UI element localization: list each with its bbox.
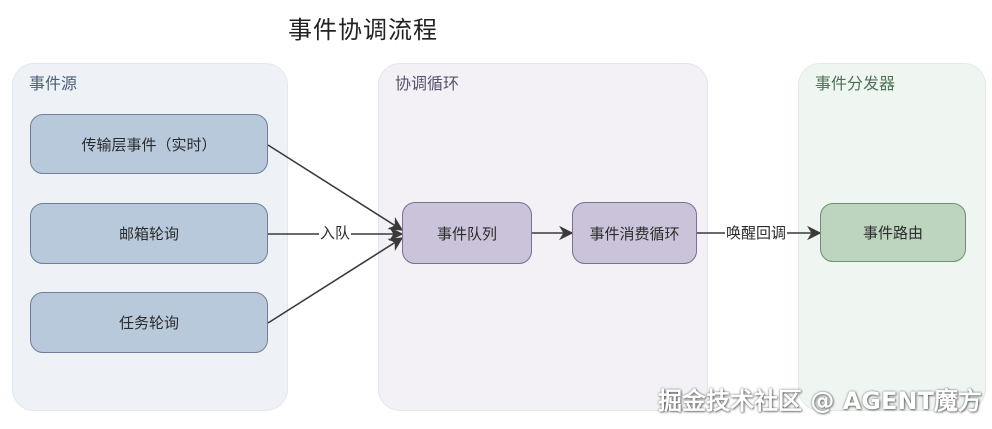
watermark-text: 掘金技术社区 @ AGENT魔方 — [658, 387, 982, 415]
group-label-coordination-loop: 协调循环 — [395, 74, 460, 93]
group-label-event-source: 事件源 — [29, 74, 78, 93]
group-label-event-dispatcher: 事件分发器 — [815, 74, 896, 93]
node-transport-event: 传输层事件（实时） — [30, 114, 268, 174]
diagram-title: 事件协调流程 — [288, 16, 438, 44]
node-event-queue: 事件队列 — [402, 202, 532, 264]
node-task-poll: 任务轮询 — [30, 292, 268, 353]
edge-label-enqueue: 入队 — [319, 224, 352, 242]
node-mailbox-poll: 邮箱轮询 — [30, 203, 268, 264]
edge-label-wakeup-callback: 唤醒回调 — [725, 224, 788, 242]
node-event-consume-loop: 事件消费循环 — [572, 202, 697, 264]
edge-transport-to-queue — [267, 144, 404, 231]
node-event-router: 事件路由 — [820, 203, 966, 262]
edge-task-to-queue — [267, 237, 404, 324]
